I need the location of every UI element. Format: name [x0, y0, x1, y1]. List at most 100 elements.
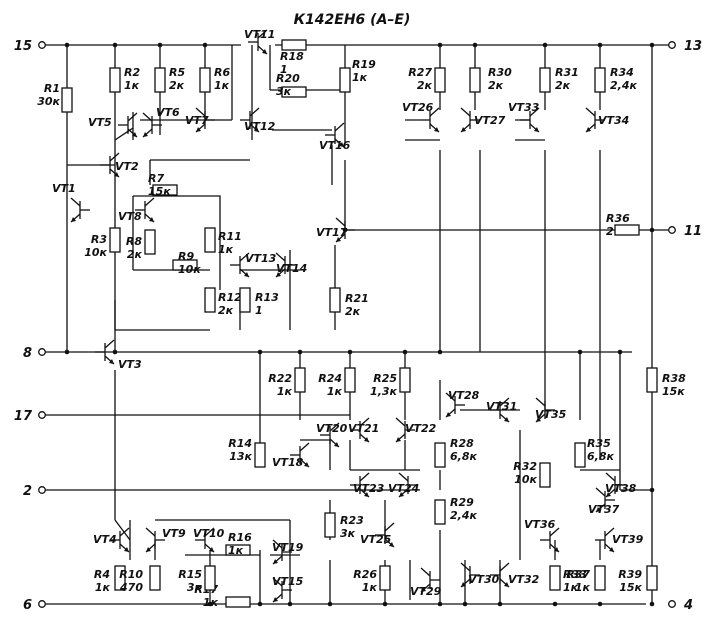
transistor-vt1: VT1: [52, 182, 90, 223]
resistor-r37-value: 1к: [575, 581, 591, 594]
transistor-vt11: VT11: [244, 28, 275, 55]
transistor-vt13: VT13: [230, 252, 277, 278]
transistor-vt6-label: VT6: [156, 106, 180, 119]
transistor-vt30: VT30: [460, 562, 500, 588]
resistor-r3-name: R3: [91, 233, 107, 246]
transistor-vt11-label: VT11: [244, 28, 275, 41]
resistor-r39-name: R39: [618, 568, 642, 581]
transistor-vt29-label: VT29: [410, 585, 442, 598]
resistor-r18-value: 1: [280, 63, 288, 76]
resistor-r29-value: 2,4к: [450, 509, 477, 522]
transistor-vt36: VT36: [524, 518, 560, 553]
pin-4-label: 4: [683, 598, 693, 613]
resistor-r11-name: R11: [218, 230, 242, 243]
resistor-r15-name: R15: [178, 568, 202, 581]
resistor-r27-value: 2к: [417, 79, 433, 92]
transistor-vt19: VT19: [272, 539, 304, 565]
transistor-vt12: VT12: [240, 107, 276, 133]
pin-17-terminal: [38, 411, 46, 419]
resistor-r21-name: R21: [345, 292, 369, 305]
resistor-r24-name: R24: [318, 372, 342, 385]
transistor-vt38-label: VT38: [605, 482, 637, 495]
resistor-r17-value: 1к: [203, 596, 219, 609]
transistor-vt33: VT33: [508, 101, 540, 133]
resistor-r8-name: R8: [126, 235, 142, 248]
resistor-r34-value: 2,4к: [610, 79, 637, 92]
resistor-r14-name: R14: [228, 437, 252, 450]
resistor-r38-value: 15к: [662, 385, 685, 398]
transistor-vt35: VT35: [535, 397, 567, 423]
transistor-vt32: VT32: [490, 562, 540, 588]
transistor-vt21: VT21: [348, 417, 379, 443]
resistor-r32-name: R32: [513, 460, 537, 473]
resistor-r31-name: R31: [555, 66, 579, 79]
resistor-r19-name: R19: [352, 58, 376, 71]
transistor-vt34: VT34: [585, 107, 629, 133]
transistor-vt28-label: VT28: [448, 389, 480, 402]
transistor-vt31-label: VT31: [486, 400, 517, 413]
resistor-r25-name: R25: [373, 372, 397, 385]
resistor-r6-value: 1к: [214, 79, 230, 92]
pin-2-label: 2: [23, 484, 32, 499]
resistor-r9-value: 10к: [178, 263, 201, 276]
transistor-vt37: VT37: [588, 487, 620, 516]
resistor-r22-value: 1к: [277, 385, 293, 398]
resistor-r33-value: 1к: [563, 581, 579, 594]
resistor-r39-value: 15к: [619, 581, 642, 594]
pin-15-terminal: [38, 41, 46, 49]
pin-4-terminal: [668, 600, 676, 608]
resistor-r24-value: 1к: [327, 385, 343, 398]
resistor-r36-name: R36: [606, 212, 630, 225]
resistor-r13-name: R13: [255, 291, 279, 304]
pin-2-terminal: [38, 486, 46, 494]
resistor-r38-name: R38: [662, 372, 686, 385]
transistor-vt36-label: VT36: [524, 518, 556, 531]
transistor-vt16-label: VT16: [319, 139, 351, 152]
transistor-vt22: VT22: [395, 417, 437, 443]
transistor-vt3: VT3: [95, 339, 142, 371]
resistor-r8-value: 2к: [127, 248, 143, 261]
transistor-vt15-label: VT15: [272, 575, 304, 588]
transistor-vt34-label: VT34: [598, 114, 629, 127]
transistor-vt27: VT27: [460, 107, 506, 133]
resistor-r27-name: R27: [408, 66, 432, 79]
resistor-r12-value: 2к: [218, 304, 234, 317]
transistor-vt24-label: VT24: [388, 482, 419, 495]
resistor-r37-name: R37: [566, 568, 590, 581]
transistor-vt4-label: VT4: [93, 533, 117, 546]
transistor-vt9: VT9: [145, 527, 186, 553]
resistor-r5-value: 2к: [169, 79, 185, 92]
transistor-vt12-label: VT12: [244, 120, 276, 133]
transistor-vt39: VT39: [595, 527, 644, 553]
resistor-r31-value: 2к: [555, 79, 571, 92]
transistor-vt7-label: VT7: [185, 114, 209, 127]
transistor-vt35-label: VT35: [535, 408, 567, 421]
transistor-vt14: VT14: [275, 252, 307, 278]
transistor-vt23: VT23: [350, 472, 385, 498]
resistor-r1-name: R1: [44, 82, 60, 95]
pin-6-label: 6: [23, 598, 32, 613]
transistor-vt2: VT2: [100, 152, 139, 178]
chip-title: К142ЕН6 (А–Е): [294, 12, 411, 28]
transistor-vt29: VT29: [410, 567, 442, 598]
